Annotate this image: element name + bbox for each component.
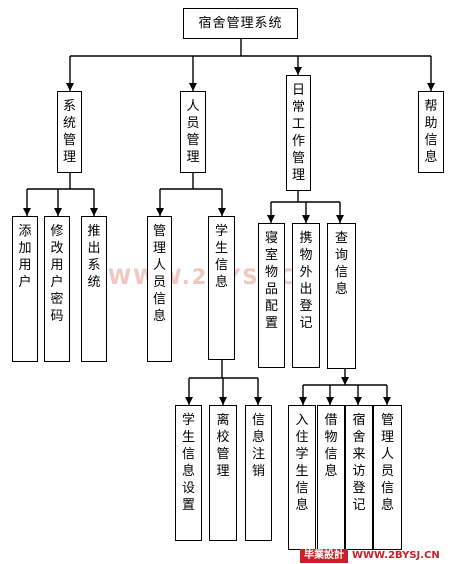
node-label: 信息注销 xyxy=(251,413,265,479)
node-label: 宿舍来访登记 xyxy=(352,413,366,513)
node-help-info: 帮助信息 xyxy=(418,91,444,173)
node-resident-student-info: 入住学生信息 xyxy=(288,405,316,550)
node-borrowing-info: 借物信息 xyxy=(317,405,345,550)
node-label: 管理人员信息 xyxy=(380,413,394,513)
node-query-info: 查询信息 xyxy=(327,223,356,369)
node-label: 离校管理 xyxy=(216,413,230,479)
arrowhead xyxy=(219,397,227,405)
arrowhead xyxy=(254,397,262,405)
watermark-url: WWW.2BYSJ.CN xyxy=(352,550,440,561)
node-exit-system: 推出系统 xyxy=(81,216,107,362)
node-info-cancellation: 信息注销 xyxy=(245,405,272,541)
footer-watermark: 毕業設計 WWW.2BYSJ.CN xyxy=(300,548,440,563)
arrowhead xyxy=(302,215,310,223)
arrowhead xyxy=(66,83,74,91)
node-label: 学生信息设置 xyxy=(181,413,195,513)
arrowhead xyxy=(23,208,31,216)
node-label: 推出系统 xyxy=(87,224,101,290)
node-label: 借物信息 xyxy=(324,413,338,479)
arrowhead xyxy=(294,67,302,75)
node-label: 系统管理 xyxy=(62,99,76,165)
arrowhead xyxy=(336,215,344,223)
root-node-label: 宿舍管理系统 xyxy=(198,16,283,31)
node-label: 修改用户密码 xyxy=(50,224,64,324)
arrowhead xyxy=(267,215,275,223)
node-label: 日常工作管理 xyxy=(291,83,305,183)
arrowhead xyxy=(341,377,349,385)
arrowhead xyxy=(299,397,307,405)
node-student-info: 学生信息 xyxy=(208,216,235,360)
node-label: 管理人员信息 xyxy=(152,224,166,324)
node-student-info-settings: 学生信息设置 xyxy=(175,405,202,541)
node-leave-school-management: 离校管理 xyxy=(209,405,237,541)
arrowhead xyxy=(326,397,334,405)
node-label: 寝室物品配置 xyxy=(264,231,278,331)
node-label: 入住学生信息 xyxy=(295,413,309,513)
node-label: 帮助信息 xyxy=(424,99,438,165)
node-label: 查询信息 xyxy=(334,231,348,297)
arrowhead xyxy=(218,208,226,216)
arrowhead xyxy=(189,83,197,91)
watermark-logo: 毕業設計 xyxy=(300,548,348,563)
arrowhead xyxy=(354,397,362,405)
node-label: 人员管理 xyxy=(186,99,200,165)
node-daily-work-management: 日常工作管理 xyxy=(286,75,311,191)
node-item-checkout-log: 携物外出登记 xyxy=(292,223,320,368)
node-dorm-visitor-log: 宿舍来访登记 xyxy=(345,405,373,550)
node-label: 添加用户 xyxy=(18,224,32,290)
arrowhead xyxy=(54,208,62,216)
node-dorm-items-config: 寝室物品配置 xyxy=(258,223,285,368)
root-node: 宿舍管理系统 xyxy=(183,8,298,39)
node-query-admin-staff-info: 管理人员信息 xyxy=(373,405,402,550)
node-system-management: 系统管理 xyxy=(57,91,82,173)
arrowhead xyxy=(427,83,435,91)
node-label: 学生信息 xyxy=(214,224,228,290)
node-label: 携物外出登记 xyxy=(299,231,313,331)
node-change-password: 修改用户密码 xyxy=(44,216,70,362)
arrowhead xyxy=(90,208,98,216)
node-admin-staff-info: 管理人员信息 xyxy=(147,216,172,362)
arrowhead xyxy=(383,397,391,405)
arrowhead xyxy=(156,208,164,216)
node-personnel-management: 人员管理 xyxy=(180,91,206,173)
arrowhead xyxy=(185,397,193,405)
node-add-user: 添加用户 xyxy=(12,216,38,362)
